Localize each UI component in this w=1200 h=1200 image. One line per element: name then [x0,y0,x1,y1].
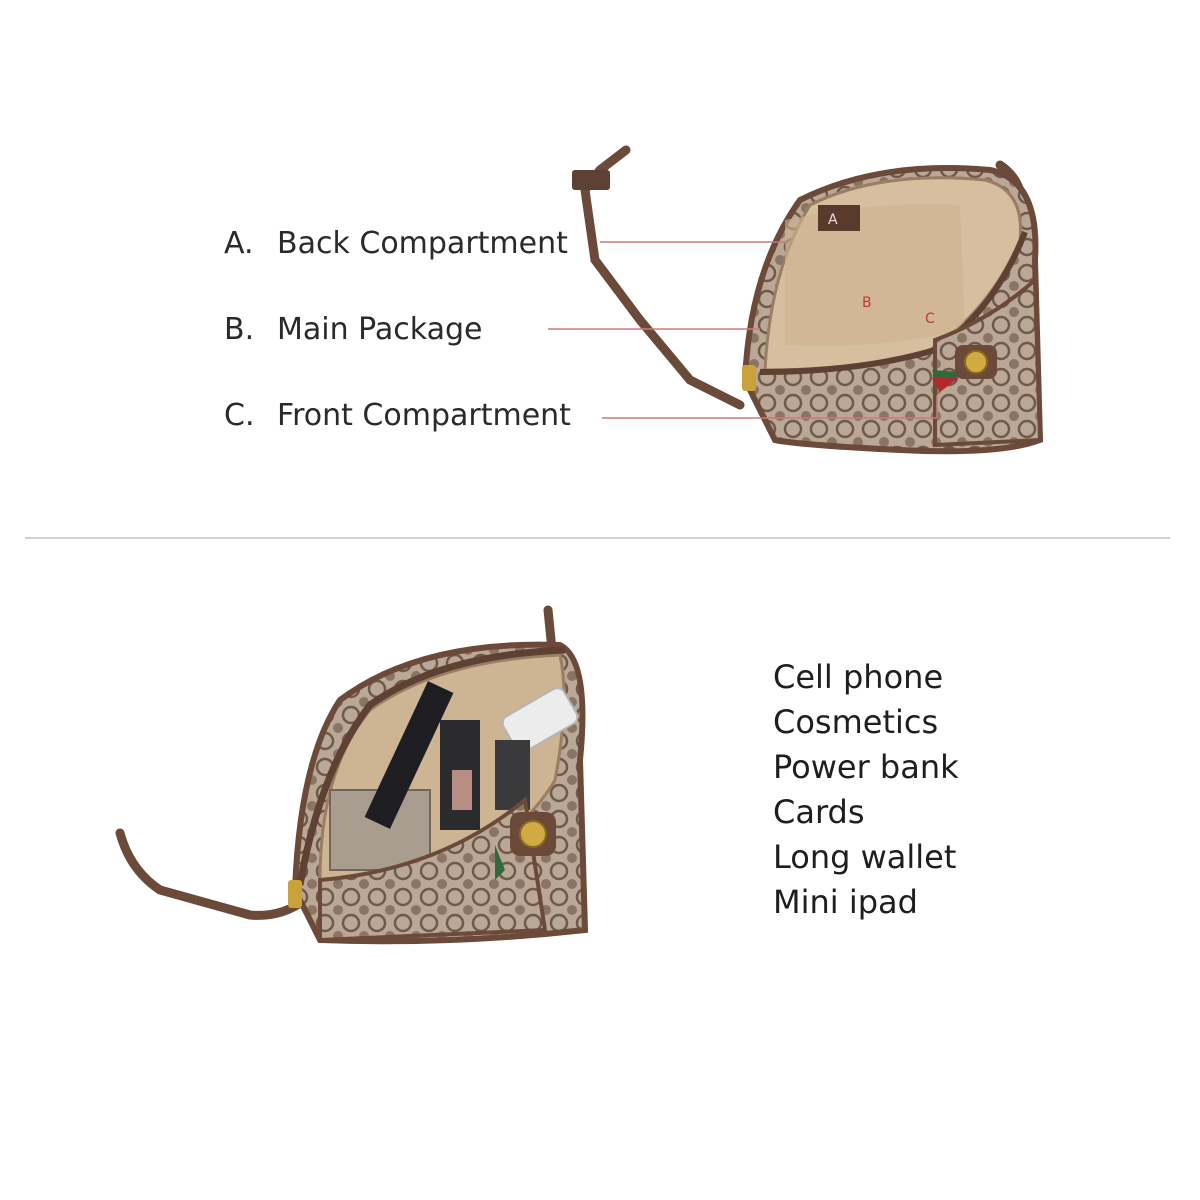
capacity-item: Long wallet [773,838,957,876]
top-bag-image [572,145,1044,455]
section-divider [25,537,1170,539]
bottom-bag-image [115,605,589,945]
marker-a: A [828,212,838,228]
legend-letter-b: B. [224,312,255,347]
capacity-item: Mini ipad [773,883,918,921]
pointer-lines [548,241,938,419]
capacity-item: Cosmetics [773,703,939,741]
capacity-item: Cards [773,793,865,831]
capacity-item: Cell phone [773,658,944,696]
bottom-bag-strap [115,828,310,920]
legend-text-front-compartment: Front Compartment [277,398,571,433]
legend-letter-c: C. [224,398,255,433]
legend-letter-a: A. [224,226,254,261]
capacity-list: Cell phone Cosmetics Power bank Cards Lo… [773,655,959,925]
capacity-item: Power bank [773,748,959,786]
top-bag-strap-buckle [572,170,610,190]
legend-text-main-package: Main Package [277,312,483,347]
marker-b: B [862,295,872,311]
marker-c: C [925,311,935,327]
legend-text-back-compartment: Back Compartment [277,226,568,261]
